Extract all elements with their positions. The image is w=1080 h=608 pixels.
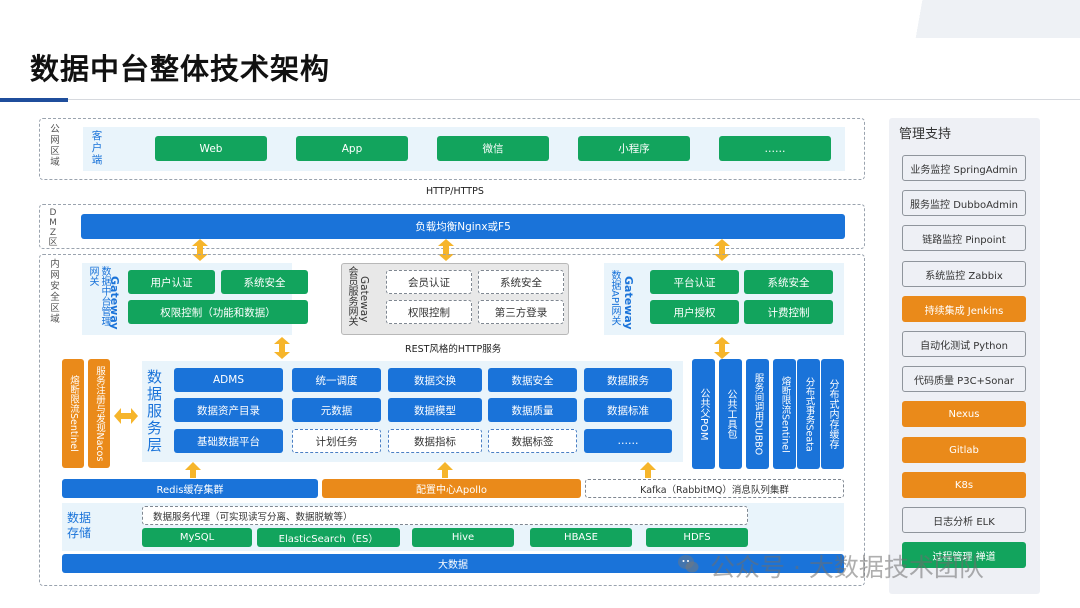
svc-unified-scheduling: 统一调度 [292,368,381,392]
watermark: 公众号 · 大数据技术团队 [710,553,984,582]
member-gateway-title: 会员服务网关 [346,266,357,326]
mgmt-system-security: 系统安全 [221,270,308,294]
svc-data-security: 数据安全 [488,368,577,392]
management-item: 系统监控 Zabbix [902,261,1026,287]
up-arrow-icon [437,462,453,478]
member-third-party-login: 第三方登录 [478,300,564,324]
data-service-proxy: 数据服务代理（可实现读写分离、数据脱敏等） [142,506,748,525]
client-wechat: 微信 [437,136,549,161]
right-parent-pom: 公共父POM [692,359,715,469]
intranet-zone-label: 内网安全区域 [50,259,60,325]
rest-label: REST风格的HTTP服务 [405,344,502,355]
client-miniprogram: 小程序 [578,136,690,161]
double-arrow-icon [191,239,209,261]
client-web: Web [155,136,267,161]
service-layer-title: 数据服务层 [147,368,163,454]
svc-data-model: 数据模型 [388,398,482,422]
right-dubbo: 服务间调用DUBBO [746,359,769,469]
svc-more: …… [584,429,672,453]
member-permission: 权限控制 [386,300,472,324]
svc-data-service: 数据服务 [584,368,672,392]
client-label: 客户端 [91,130,103,166]
management-item: K8s [902,472,1026,498]
public-zone-label: 公网区域 [50,124,60,168]
management-item: 代码质量 P3C+Sonar [902,366,1026,392]
api-gateway-title: 数据API网关 [609,270,620,326]
protocol-label: HTTP/HTTPS [426,186,484,197]
db-hive: Hive [412,528,514,547]
svc-data-tag: 数据标签 [488,429,577,453]
management-item: 过程管理 禅道 [902,542,1026,568]
member-auth: 会员认证 [386,270,472,294]
dmz-zone-label: DMZ区 [48,208,58,248]
svc-data-quality: 数据质量 [488,398,577,422]
client-app: App [296,136,408,161]
up-arrow-icon [640,462,656,478]
svc-data-exchange: 数据交换 [388,368,482,392]
page-title: 数据中台整体技术架构 [30,52,331,86]
right-common-utils: 公共工具包 [719,359,742,469]
svc-scheduled-task: 计划任务 [292,429,381,453]
svc-data-asset-catalog: 数据资产目录 [174,398,283,422]
mgmt-user-auth: 用户认证 [128,270,215,294]
api-platform-auth: 平台认证 [650,270,739,294]
left-sentinel: 熔断限流Sentinel [62,359,84,468]
apollo-config-center: 配置中心Apollo [322,479,581,498]
member-system-security: 系统安全 [478,270,564,294]
mgmt-gateway-title: 数据中台管理网关 [87,266,110,326]
management-item: 持续集成 Jenkins [902,296,1026,322]
mgmt-permission: 权限控制（功能和数据） [128,300,308,324]
mgmt-gateway-en: Gateway [108,276,121,330]
management-item: 日志分析 ELK [902,507,1026,533]
redis-cluster: Redis缓存集群 [62,479,318,498]
management-item: 链路监控 Pinpoint [902,225,1026,251]
right-seata: 分布式事务Seata [797,359,820,469]
svc-data-indicator: 数据指标 [388,429,482,453]
api-user-authorize: 用户授权 [650,300,739,324]
db-hbase: HBASE [530,528,632,547]
api-billing-control: 计费控制 [744,300,833,324]
corner-decoration [900,0,1080,38]
svc-data-standard: 数据标准 [584,398,672,422]
management-item: 业务监控 SpringAdmin [902,155,1026,181]
client-more: …… [719,136,831,161]
storage-title: 数据存储 [67,511,92,540]
right-memory-cache: 分布式内存缓存 [821,359,844,469]
title-divider [68,99,1080,100]
management-item: 自动化测试 Python [902,331,1026,357]
db-hdfs: HDFS [646,528,748,547]
double-arrow-icon [273,337,291,359]
left-nacos: 服务注册与发现Nacos [88,359,110,468]
right-sentinel: 熔断限流Sentinel [773,359,796,469]
api-gateway-en: Gateway [622,276,635,330]
management-title: 管理支持 [899,127,952,142]
svc-base-data-platform: 基础数据平台 [174,429,283,453]
up-arrow-icon [185,462,201,478]
svc-metadata: 元数据 [292,398,381,422]
api-system-security: 系统安全 [744,270,833,294]
management-item: Gitlab [902,437,1026,463]
double-arrow-icon [437,239,455,261]
wechat-icon [677,553,699,575]
db-elasticsearch: ElasticSearch（ES） [257,528,400,547]
management-item: Nexus [902,401,1026,427]
svc-adms: ADMS [174,368,283,392]
kafka-mq-cluster: Kafka（RabbitMQ）消息队列集群 [585,479,844,498]
load-balancer: 负载均衡Nginx或F5 [81,214,845,239]
public-zone [39,118,865,180]
double-arrow-icon [713,239,731,261]
title-underline [0,98,68,102]
member-gateway-en: Gateway [358,276,370,323]
dmz-zone [39,204,865,249]
double-arrow-icon [713,337,731,359]
intranet-zone [39,254,865,586]
management-item: 服务监控 DubboAdmin [902,190,1026,216]
db-mysql: MySQL [142,528,252,547]
left-right-arrow-icon [114,408,138,424]
big-data-bar: 大数据 [62,554,844,573]
